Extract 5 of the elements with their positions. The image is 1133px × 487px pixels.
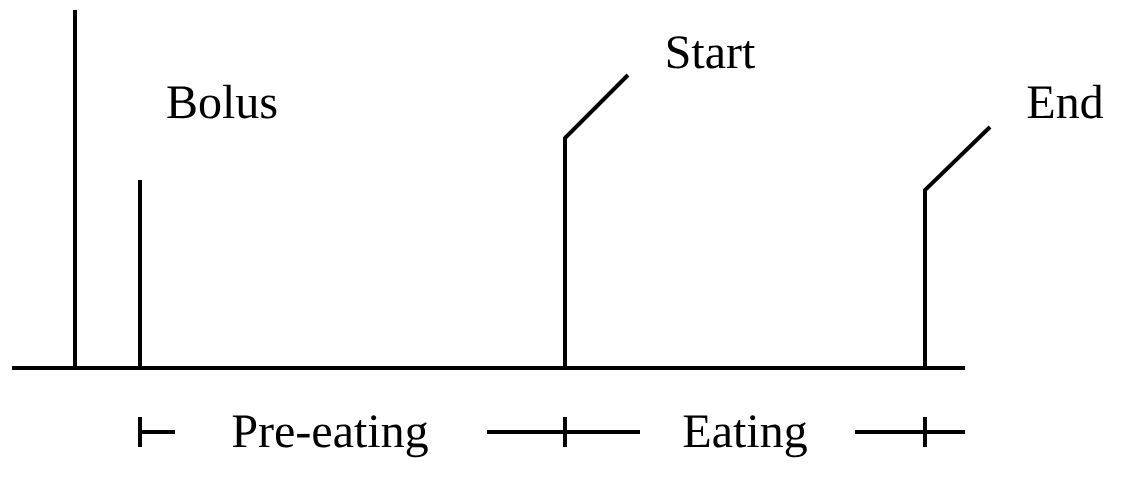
interval-label: Eating [683,415,807,458]
event-label: End [1027,84,1104,119]
event-label: Bolus [167,84,277,119]
event-label: Start [667,36,756,69]
interval-label: Pre-eating [232,415,428,458]
